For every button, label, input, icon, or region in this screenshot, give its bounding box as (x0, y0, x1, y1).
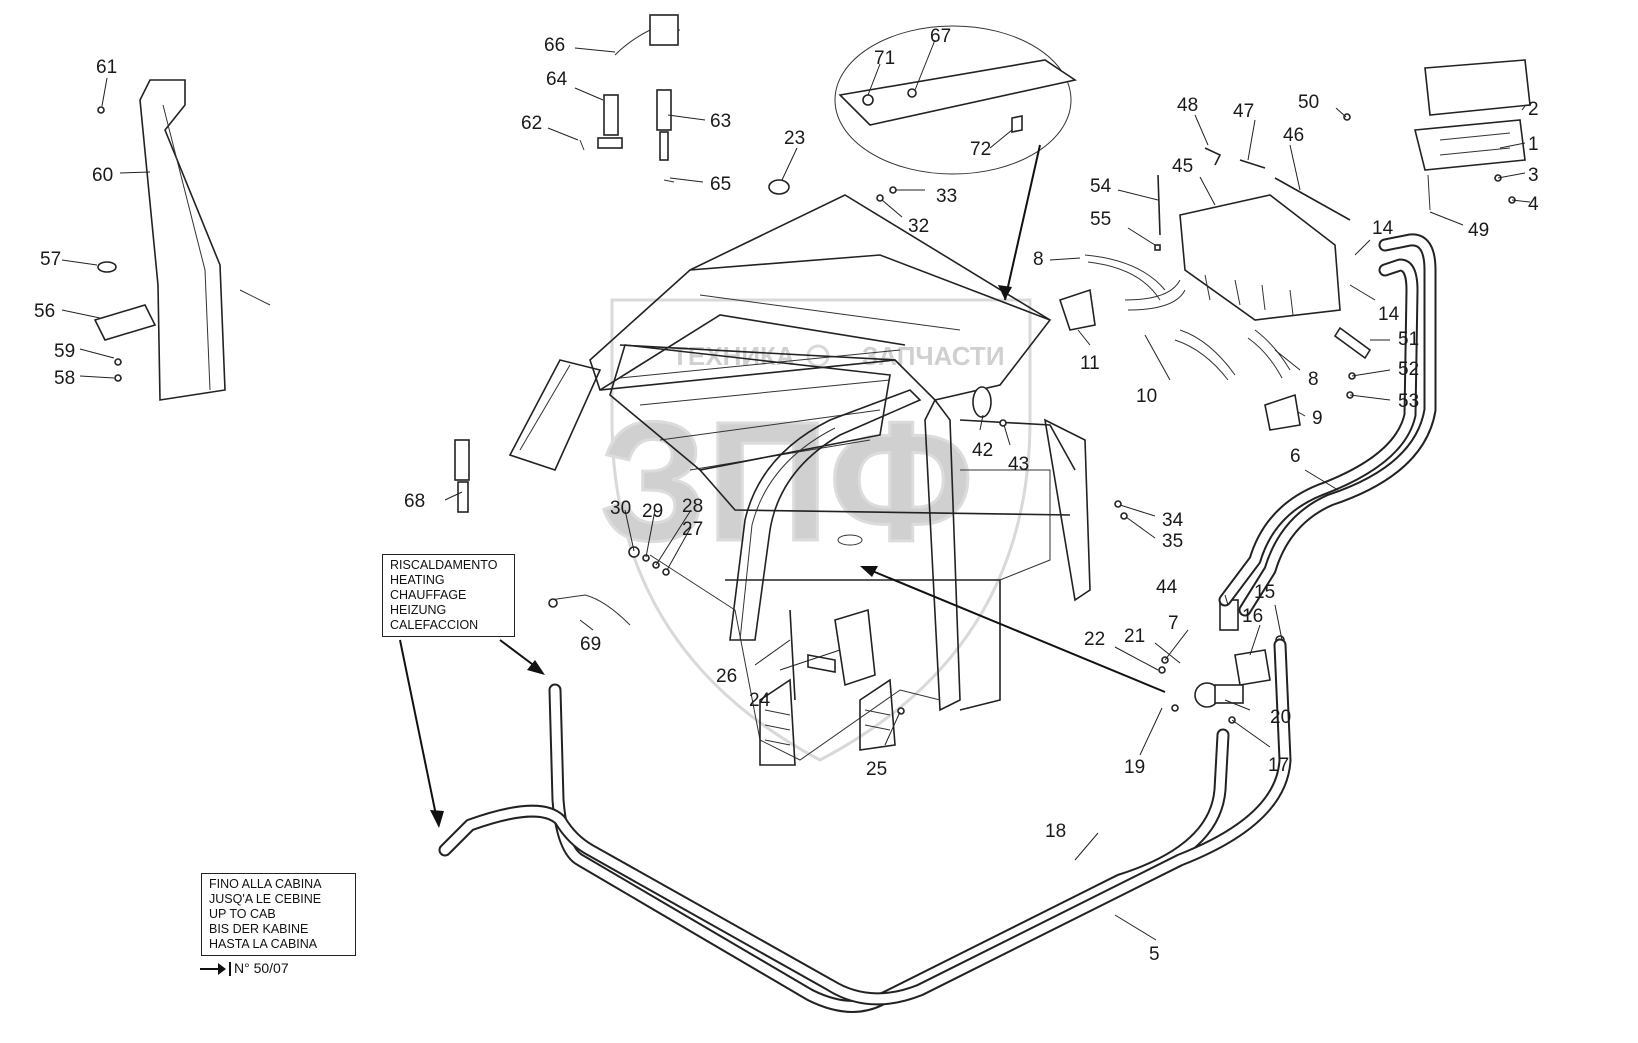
callout-52: 52 (1398, 359, 1419, 380)
callout-58: 58 (54, 368, 75, 389)
callout-2: 2 (1528, 99, 1539, 120)
reference-arrows (399, 144, 1166, 828)
callout-49: 49 (1468, 220, 1489, 241)
watermark-brand-left: ТЕХНИКА (672, 341, 795, 371)
callout-55: 55 (1090, 209, 1111, 230)
callout-54: 54 (1090, 176, 1112, 197)
cab-note-de: BIS DER KABINE (209, 922, 309, 936)
callout-5: 5 (1149, 944, 1160, 965)
callout-72: 72 (970, 139, 991, 160)
callout-6: 6 (1290, 446, 1301, 467)
callout-3: 3 (1528, 165, 1539, 186)
heating-note-fr: CHAUFFAGE (390, 588, 467, 602)
callout-43: 43 (1008, 454, 1029, 475)
callout-labels: 1 2 3 4 5 6 7 8 8 9 10 11 14 14 15 16 17… (34, 26, 1539, 965)
callout-17: 17 (1268, 755, 1289, 776)
callout-14a: 14 (1372, 218, 1394, 239)
parts (93, 14, 1531, 724)
callout-24: 24 (749, 690, 771, 711)
callout-62: 62 (521, 113, 542, 134)
callout-44: 44 (1156, 577, 1178, 598)
heating-note-en: HEATING (390, 573, 445, 587)
callout-35: 35 (1162, 531, 1183, 552)
watermark: ТЕХНИКА ЗАПЧАСТИ ЗПФ (599, 298, 1032, 762)
callout-30: 30 (610, 498, 631, 519)
callout-21: 21 (1124, 626, 1145, 647)
callout-29: 29 (642, 501, 663, 522)
up-to-cab-note-box: FINO ALLA CABINA JUSQ'A LE CEBINE UP TO … (201, 873, 356, 956)
callout-10: 10 (1136, 386, 1157, 407)
cab-note-it: FINO ALLA CABINA (209, 877, 322, 891)
watermark-monogram: ЗПФ (600, 387, 974, 577)
callout-56: 56 (34, 301, 55, 322)
callout-51: 51 (1398, 329, 1419, 350)
callout-47: 47 (1233, 101, 1254, 122)
right-arrow-icon (200, 963, 226, 976)
cab-note-es: HASTA LA CABINA (209, 937, 318, 951)
callout-53: 53 (1398, 391, 1419, 412)
callout-63: 63 (710, 111, 731, 132)
callout-34: 34 (1162, 510, 1184, 531)
serial-reference: N° 50/07 (200, 960, 289, 977)
callout-68: 68 (404, 491, 425, 512)
callout-8a: 8 (1033, 249, 1044, 270)
callout-65: 65 (710, 174, 731, 195)
callout-27: 27 (682, 519, 703, 540)
callout-71: 71 (874, 48, 895, 69)
callout-64: 64 (546, 69, 568, 90)
callout-59: 59 (54, 341, 75, 362)
heating-note-it: RISCALDAMENTO (390, 558, 498, 572)
callout-32: 32 (908, 216, 929, 237)
cab-frame (508, 194, 1091, 766)
cab-note-fr: JUSQ'A LE CEBINE (209, 892, 322, 906)
callout-42: 42 (972, 440, 993, 461)
callout-33: 33 (936, 186, 957, 207)
watermark-brand-right: ЗАПЧАСТИ (862, 341, 1005, 371)
callout-19: 19 (1124, 757, 1145, 778)
callout-28: 28 (682, 496, 703, 517)
callout-25: 25 (866, 759, 887, 780)
callout-22: 22 (1084, 629, 1105, 650)
heating-note-box: RISCALDAMENTO HEATING CHAUFFAGE HEIZUNG … (382, 554, 515, 637)
callout-67: 67 (930, 26, 951, 47)
callout-50: 50 (1298, 92, 1319, 113)
callout-57: 57 (40, 249, 61, 270)
callout-4: 4 (1528, 194, 1539, 215)
callout-46: 46 (1283, 125, 1304, 146)
callout-69: 69 (580, 634, 601, 655)
callout-8b: 8 (1308, 369, 1319, 390)
cab-note-en: UP TO CAB (209, 907, 276, 921)
callout-16: 16 (1242, 606, 1263, 627)
heating-note-de: HEIZUNG (390, 603, 447, 617)
callout-23: 23 (784, 128, 805, 149)
heater-hoses (438, 233, 1437, 1013)
callout-48: 48 (1177, 95, 1198, 116)
callout-7: 7 (1168, 613, 1179, 634)
callout-18: 18 (1045, 821, 1066, 842)
callout-61: 61 (96, 57, 117, 78)
leader-lines (61, 39, 1531, 941)
callout-1: 1 (1528, 134, 1539, 155)
stop-bar-icon (229, 962, 231, 977)
callout-26: 26 (716, 666, 737, 687)
serial-reference-text: N° 50/07 (234, 960, 289, 976)
heating-note-es: CALEFACCION (390, 618, 479, 632)
callout-14b: 14 (1378, 304, 1400, 325)
callout-60: 60 (92, 165, 113, 186)
callout-66: 66 (544, 35, 565, 56)
callout-15: 15 (1254, 582, 1275, 603)
callout-9: 9 (1312, 408, 1323, 429)
callout-11: 11 (1080, 353, 1100, 374)
callout-45: 45 (1172, 156, 1193, 177)
callout-20: 20 (1270, 707, 1291, 728)
